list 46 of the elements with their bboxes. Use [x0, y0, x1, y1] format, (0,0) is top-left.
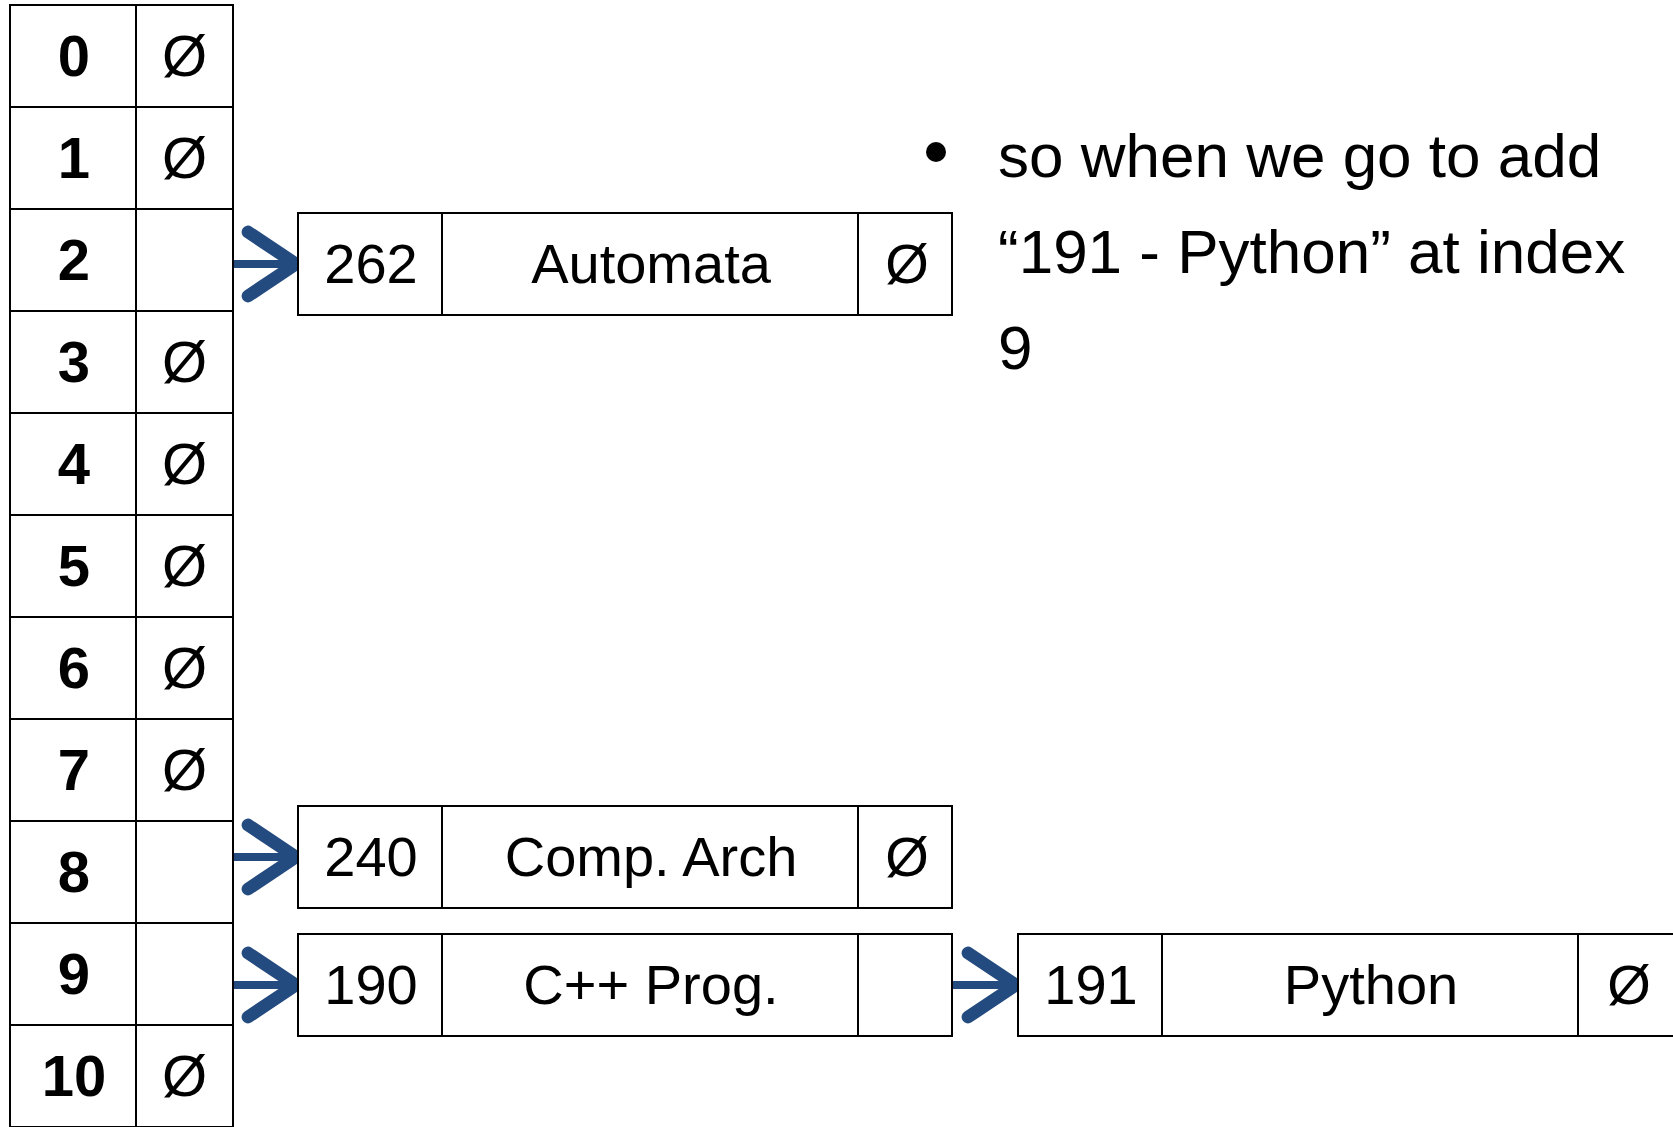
index-number: 5 — [57, 535, 91, 597]
hash-table-row — [9, 922, 234, 1026]
null-symbol: Ø — [161, 25, 208, 87]
course-name: Comp. Arch — [504, 827, 798, 887]
index-number: 3 — [57, 331, 91, 393]
hash-table-row — [9, 820, 234, 924]
null-symbol: Ø — [161, 535, 208, 597]
key-number: 191 — [1044, 955, 1138, 1015]
hash-table-row — [9, 616, 234, 720]
linked-list-node — [297, 933, 953, 1037]
key-number: 190 — [324, 955, 418, 1015]
hash-table-row — [9, 310, 234, 414]
null-symbol: Ø — [161, 739, 208, 801]
hash-table-row — [9, 514, 234, 618]
linked-list-node — [297, 805, 953, 909]
index-number: 8 — [57, 841, 91, 903]
key-number: 240 — [324, 827, 418, 887]
key-number: 262 — [324, 234, 418, 294]
hash-table-row — [9, 106, 234, 210]
index-number: 10 — [41, 1045, 107, 1107]
null-symbol: Ø — [161, 637, 208, 699]
null-symbol: Ø — [161, 331, 208, 393]
null-symbol: Ø — [1607, 955, 1651, 1015]
index-number: 6 — [57, 637, 91, 699]
hash-table-row — [9, 718, 234, 822]
null-symbol: Ø — [161, 433, 208, 495]
linked-list-node — [297, 212, 953, 316]
course-name: Automata — [531, 234, 771, 294]
null-symbol: Ø — [161, 127, 208, 189]
hash-table-row — [9, 412, 234, 516]
index-number: 9 — [57, 943, 91, 1005]
hash-table-row — [9, 1024, 234, 1127]
null-symbol: Ø — [161, 1045, 208, 1107]
index-number: 0 — [57, 25, 91, 87]
hash-table-row — [9, 4, 234, 108]
index-number: 7 — [57, 739, 91, 801]
index-number: 1 — [57, 127, 91, 189]
hash-table-row — [9, 208, 234, 312]
linked-list-node — [1017, 933, 1673, 1037]
null-symbol: Ø — [885, 827, 929, 887]
index-number: 2 — [57, 229, 91, 291]
null-symbol: Ø — [885, 234, 929, 294]
course-name: C++ Prog. — [523, 955, 779, 1015]
course-name: Python — [1283, 955, 1459, 1015]
index-number: 4 — [57, 433, 91, 495]
bullet-text: so when we go to add “191 - Python” at index 9 — [998, 120, 1627, 384]
